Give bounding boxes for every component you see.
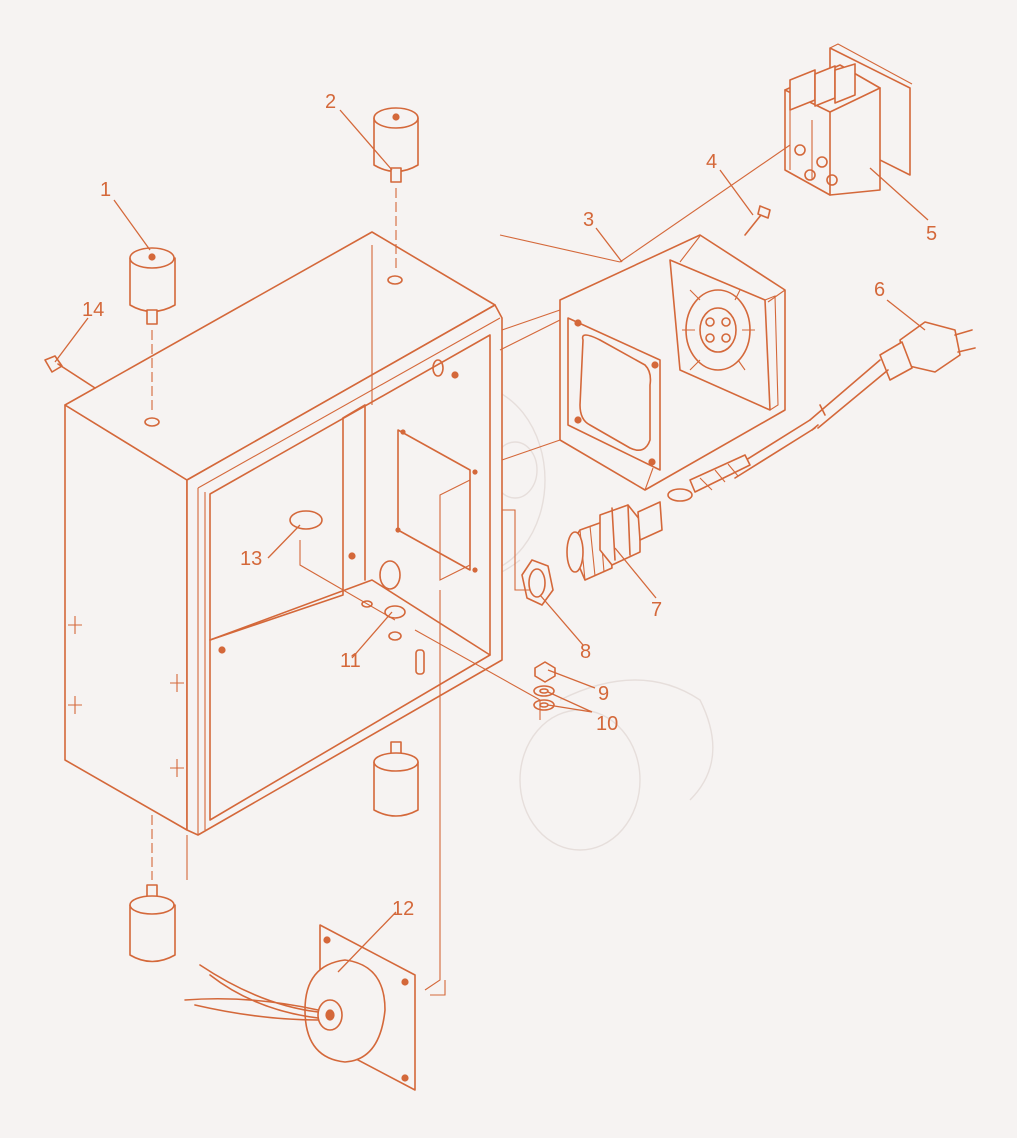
callout-3: 3 xyxy=(583,209,594,231)
foot-bottom-left xyxy=(129,815,176,963)
foot-bottom-center xyxy=(373,741,419,817)
callout-14: 14 xyxy=(82,299,104,321)
plug-cord-6 xyxy=(667,321,976,502)
enclosure-box xyxy=(64,231,503,836)
callout-9: 9 xyxy=(598,683,609,705)
callout-5: 5 xyxy=(926,223,937,245)
cable-gland-7 xyxy=(566,501,663,581)
gasket-and-grille-3 xyxy=(559,234,786,491)
foot-2 xyxy=(373,107,419,270)
callout-8: 8 xyxy=(580,641,591,663)
switch-5 xyxy=(784,43,913,196)
callout-7: 7 xyxy=(651,599,662,621)
nut-8 xyxy=(521,559,554,606)
callout-6: 6 xyxy=(874,279,885,301)
callout-2: 2 xyxy=(325,91,336,113)
callout-12: 12 xyxy=(392,898,414,920)
callout-1: 1 xyxy=(100,179,111,201)
assembly-lines xyxy=(186,144,791,996)
screw-4 xyxy=(744,205,771,236)
nut-washers-9-10 xyxy=(533,661,556,711)
callout-labels: 1 2 3 4 5 6 7 8 9 10 11 12 13 14 xyxy=(82,91,937,920)
foot-1 xyxy=(129,247,176,410)
leader-lines xyxy=(54,109,929,973)
callout-13: 13 xyxy=(240,548,262,570)
callout-10: 10 xyxy=(596,713,618,735)
screw-14 xyxy=(44,355,96,389)
callout-4: 4 xyxy=(706,151,717,173)
callout-11: 11 xyxy=(340,650,361,672)
